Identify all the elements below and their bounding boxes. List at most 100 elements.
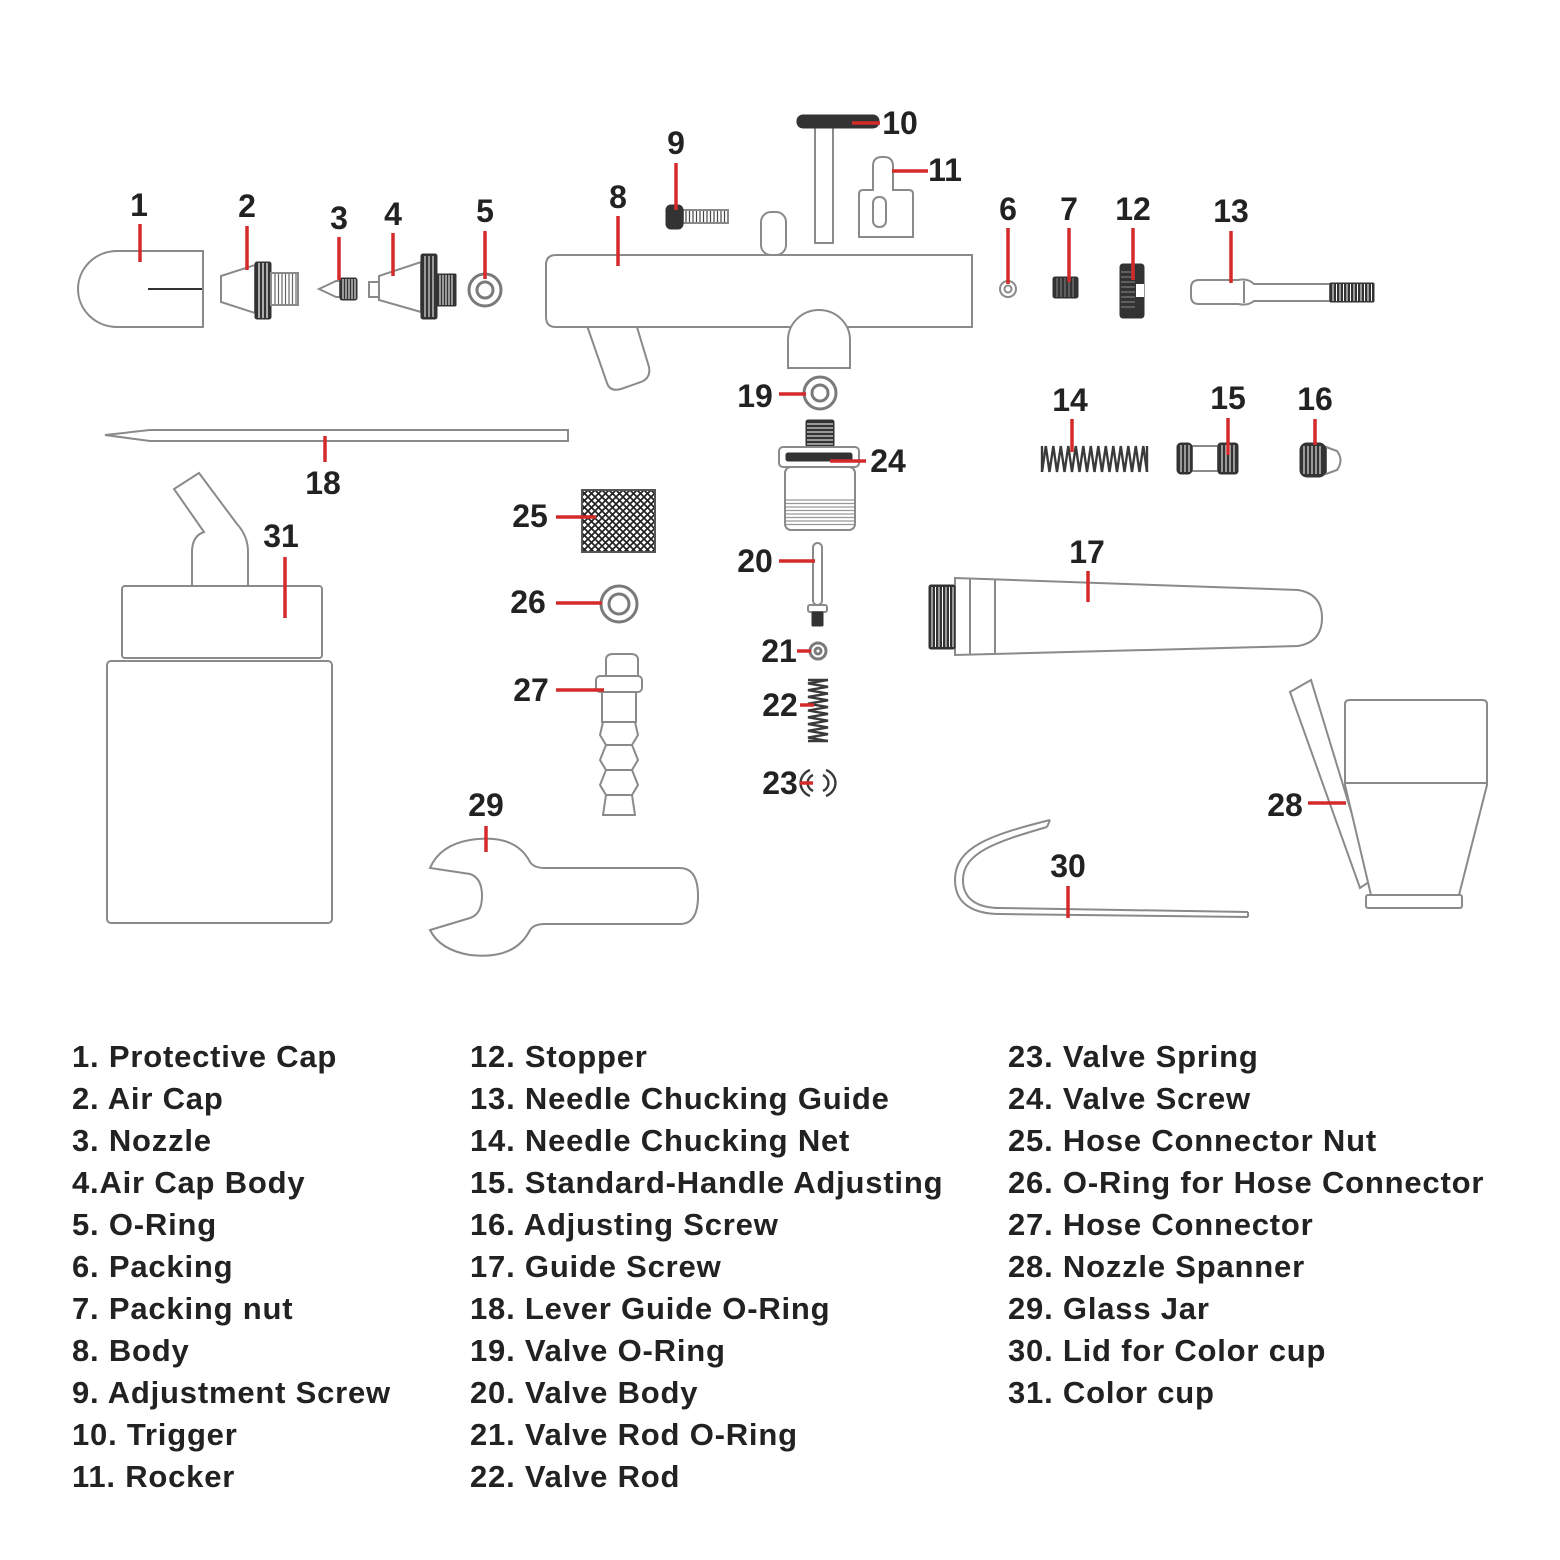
- legend-column-2: 12. Stopper 13. Needle Chucking Guide 14…: [470, 1036, 943, 1498]
- legend-item-28: 28. Nozzle Spanner: [1008, 1249, 1305, 1284]
- part-valve-o-ring: [802, 375, 838, 411]
- callout-5: 5: [476, 193, 494, 229]
- callout-1: 1: [130, 187, 148, 223]
- body-top-knob: [760, 211, 787, 256]
- callout-9: 9: [667, 125, 685, 161]
- body-valve-housing: [787, 309, 851, 369]
- valve-rod-o-ring-inner: [813, 646, 823, 656]
- part-valve-screw: [778, 419, 860, 531]
- callout-21: 21: [761, 633, 797, 669]
- part-hose-connector-nut: [581, 489, 656, 553]
- legend-item-11: 11. Rocker: [72, 1459, 236, 1494]
- legend-item-30: 30. Lid for Color cup: [1008, 1333, 1327, 1368]
- part-nozzle: [316, 277, 358, 301]
- body-barrel: [545, 254, 973, 328]
- part-nozzle-spanner-cup: [1288, 678, 1488, 909]
- part-guide-screw: [928, 576, 1324, 657]
- part-adjustment-screw: [665, 204, 729, 230]
- part-o-ring: [467, 272, 503, 308]
- callout-12: 12: [1115, 191, 1151, 227]
- jar-body: [106, 660, 333, 924]
- rocker-slot: [872, 196, 887, 228]
- callout-numbers: 1 2 3 4 5 6 7 8 9 10 11 12 13 14 15 16 1…: [130, 105, 1333, 884]
- part-packing-nut: [1052, 276, 1079, 299]
- part-rocker: [858, 156, 914, 238]
- stopper-notch: [1136, 284, 1144, 297]
- valve-spring-arc-right: [825, 768, 837, 798]
- callout-3: 3: [330, 200, 348, 236]
- hose-connector-neck: [601, 691, 637, 723]
- callout-14: 14: [1052, 382, 1088, 418]
- part-lever-guide-needle: [104, 429, 569, 442]
- callout-15: 15: [1210, 380, 1246, 416]
- legend-item-19: 19. Valve O-Ring: [470, 1333, 726, 1368]
- legend-column-1: 1. Protective Cap 2. Air Cap 3. Nozzle 4…: [72, 1036, 391, 1498]
- callout-10: 10: [882, 105, 918, 141]
- legend-item-7: 7. Packing nut: [72, 1291, 294, 1326]
- legend-item-18: 18. Lever Guide O-Ring: [470, 1291, 831, 1326]
- part-needle-chucking-guide: [1190, 278, 1375, 306]
- legend-item-17: 17. Guide Screw: [470, 1249, 722, 1284]
- callout-2: 2: [238, 188, 256, 224]
- callout-13: 13: [1213, 193, 1249, 229]
- air-cap-body-tip: [368, 281, 380, 298]
- part-glass-jar-wrench: [428, 837, 700, 957]
- callout-28: 28: [1267, 787, 1303, 823]
- legend-item-8: 8. Body: [72, 1333, 190, 1368]
- callout-7: 7: [1060, 191, 1078, 227]
- exploded-parts-diagram: 1 2 3 4 5 6 7 8 9 10 11 12 13 14 15 16 1…: [77, 105, 1488, 957]
- legend-item-1: 1. Protective Cap: [72, 1039, 338, 1074]
- hose-o-ring-inner: [607, 592, 631, 616]
- legend-item-27: 27. Hose Connector: [1008, 1207, 1314, 1242]
- legend-item-3: 3. Nozzle: [72, 1123, 212, 1158]
- legend-item-16: 16. Adjusting Screw: [470, 1207, 779, 1242]
- legend-item-12: 12. Stopper: [470, 1039, 648, 1074]
- legend-item-6: 6. Packing: [72, 1249, 234, 1284]
- callout-17: 17: [1069, 534, 1105, 570]
- needle-guide-body: [1190, 278, 1331, 306]
- part-adjusting-screw: [1299, 442, 1342, 478]
- cup-base: [1365, 894, 1463, 909]
- guide-screw-body: [954, 576, 1324, 657]
- callout-8: 8: [609, 179, 627, 215]
- protective-cap-shell: [77, 250, 204, 328]
- legend-item-22: 22. Valve Rod: [470, 1459, 681, 1494]
- part-needle-chucking-net: [1040, 445, 1149, 473]
- legend-column-3: 23. Valve Spring 24. Valve Screw 25. Hos…: [1008, 1036, 1484, 1414]
- valve-body-collar: [807, 604, 828, 613]
- handle-adjusting-middle: [1191, 445, 1219, 472]
- spring-coil: [1040, 445, 1149, 473]
- o-ring-inner: [475, 280, 495, 300]
- callout-20: 20: [737, 543, 773, 579]
- legend-item-5: 5. O-Ring: [72, 1207, 217, 1242]
- callout-19: 19: [737, 378, 773, 414]
- legend-item-29: 29. Glass Jar: [1008, 1291, 1210, 1326]
- rocker-plate: [858, 156, 914, 238]
- valve-o-ring-inner: [810, 383, 830, 403]
- adjusting-screw-cone: [1325, 445, 1342, 476]
- part-air-cap-body: [368, 253, 457, 320]
- jar-pipe: [172, 471, 249, 587]
- part-standard-handle-adjusting: [1176, 442, 1239, 475]
- callout-27: 27: [513, 672, 549, 708]
- jar-lid: [121, 585, 323, 659]
- valve-body-rod: [812, 542, 823, 606]
- valve-spring-inner-right: [822, 773, 830, 793]
- wrench-outline: [428, 837, 700, 957]
- part-protective-cap: [77, 250, 204, 328]
- legend-item-14: 14. Needle Chucking Net: [470, 1123, 851, 1158]
- air-cap-cone: [220, 263, 256, 315]
- callout-4: 4: [384, 196, 402, 232]
- air-cap-body-cone: [378, 260, 422, 314]
- legend-item-25: 25. Hose Connector Nut: [1008, 1123, 1377, 1158]
- callout-31: 31: [263, 518, 299, 554]
- legend-item-13: 13. Needle Chucking Guide: [470, 1081, 890, 1116]
- hose-connector-barbs: [598, 721, 640, 816]
- callout-22: 22: [762, 687, 798, 723]
- legend-item-15: 15. Standard-Handle Adjusting: [470, 1165, 944, 1200]
- needle-shaft: [104, 429, 569, 442]
- hose-nut-mesh: [581, 489, 656, 553]
- part-color-cup-jar: [106, 471, 333, 924]
- part-valve-body: [807, 542, 828, 627]
